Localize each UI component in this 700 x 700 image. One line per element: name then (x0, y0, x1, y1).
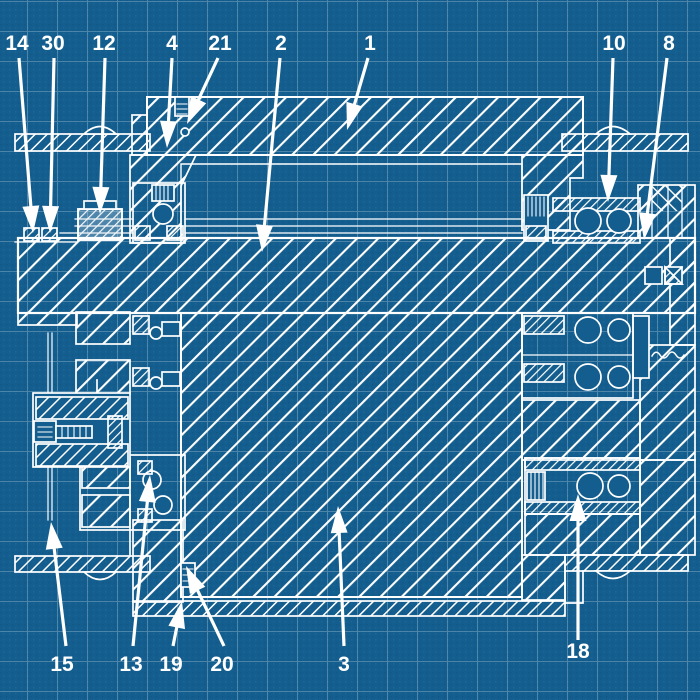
callout-number: 13 (119, 653, 142, 676)
callout-arrow-line (645, 57, 669, 218)
bearing-ball (574, 207, 602, 235)
callout-arrowhead (330, 506, 348, 534)
callout-30: 30 (41, 32, 65, 233)
callout-arrowhead (600, 174, 618, 202)
callout-number: 14 (5, 32, 29, 55)
callout-20: 20 (186, 566, 234, 676)
callout-3: 3 (330, 506, 350, 676)
callout-arrow-line (99, 57, 107, 192)
flange-bolt-bottom-left (81, 571, 119, 581)
callout-arrowhead (45, 522, 63, 550)
callout-19: 19 (159, 601, 185, 676)
section-marker (663, 264, 685, 286)
callout-arrowhead (639, 212, 656, 240)
callout-number: 21 (208, 32, 232, 55)
callout-8: 8 (639, 32, 675, 240)
lower-right-bearing-upper (521, 312, 634, 399)
end-cap-screw (33, 420, 93, 443)
flange-bolt-bottom-right (593, 570, 633, 580)
callout-number: 1 (364, 32, 376, 55)
bearing-ball (606, 208, 632, 234)
callout-arrow-line (52, 544, 68, 647)
dowel-pin-15 (47, 332, 53, 521)
callout-arrow-line (17, 57, 33, 211)
set-screw-21 (174, 96, 190, 137)
callout-number: 2 (275, 32, 287, 55)
rotor-block-3 (180, 312, 523, 598)
callout-arrowhead (138, 475, 156, 503)
shaft-section-2 (16, 236, 697, 315)
callout-arrowhead (42, 205, 60, 233)
end-cap-washer (107, 415, 123, 449)
callout-number: 18 (566, 640, 590, 663)
callout-2: 2 (256, 32, 287, 252)
callout-number: 3 (338, 653, 350, 676)
grease-fitting (180, 127, 190, 137)
callout-arrowhead (256, 224, 273, 252)
callout-13: 13 (119, 475, 156, 676)
bearing-spacer-strip (632, 315, 650, 379)
callout-arrow-line (131, 497, 150, 647)
callout-1: 1 (346, 32, 376, 130)
callout-arrowhead (92, 186, 110, 214)
drawing-layer (14, 96, 697, 617)
flange-bolt-top-right (593, 125, 633, 135)
callout-arrow-line (607, 57, 615, 180)
lower-right-bearing-lower (524, 457, 641, 515)
callout-arrowhead (168, 601, 185, 630)
callout-arrow-line (48, 57, 56, 211)
shaft-right-collar (669, 237, 696, 346)
callout-12: 12 (92, 32, 116, 214)
callout-arrow-line (337, 528, 346, 647)
callout-number: 4 (166, 32, 178, 55)
callout-4: 4 (160, 32, 178, 148)
right-housing-lower (639, 459, 696, 556)
callout-arrow-line (195, 57, 220, 104)
labyrinth-seal-12 (77, 200, 123, 241)
upper-left-bearing (132, 182, 186, 244)
callout-18: 18 (566, 494, 590, 663)
shaft-end-cap (32, 392, 131, 468)
callout-arrow-line (351, 57, 370, 109)
right-inner-step (521, 554, 566, 601)
callout-arrowhead (569, 494, 587, 521)
callout-arrow-line (166, 57, 174, 126)
bearing-ball (152, 203, 174, 225)
right-spacer-block (521, 399, 641, 461)
shaft-left-step (17, 312, 78, 326)
callout-arrowhead (346, 101, 363, 130)
callout-arrow-line (262, 57, 282, 230)
callout-10: 10 (600, 32, 626, 202)
callout-arrow-line (194, 586, 226, 647)
callout-number: 15 (50, 653, 74, 676)
right-step-lines (564, 570, 584, 604)
callout-number: 20 (210, 653, 233, 676)
upper-right-roller-bearing (523, 194, 549, 242)
callout-number: 8 (663, 32, 675, 55)
lower-left-bearing-upper (75, 311, 181, 395)
wave-spring (650, 351, 686, 359)
callout-number: 10 (602, 32, 625, 55)
callout-number: 30 (41, 32, 64, 55)
callout-number: 12 (92, 32, 115, 55)
left-mounting-flange-bottom (14, 555, 151, 581)
callout-arrowhead (187, 95, 207, 124)
callout-number: 19 (159, 653, 182, 676)
right-mounting-flange-bottom (564, 554, 689, 580)
callout-arrowhead (22, 205, 40, 233)
keyway (644, 266, 663, 285)
bottom-cover-plate-19 (132, 600, 566, 617)
callout-14: 14 (5, 32, 40, 233)
housing-top-band (131, 96, 584, 156)
callout-arrowhead (160, 120, 177, 148)
callout-arrowhead (186, 566, 206, 594)
callout-15: 15 (45, 522, 74, 676)
callout-21: 21 (187, 32, 232, 124)
